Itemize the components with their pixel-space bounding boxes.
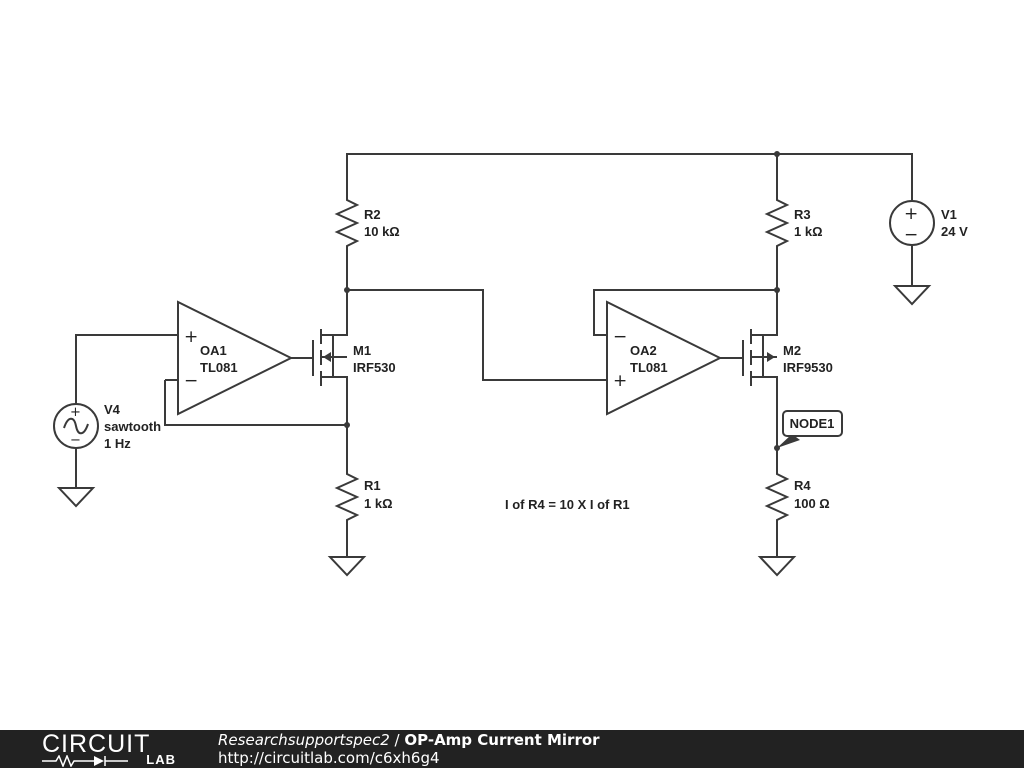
m2-name: M2 — [783, 343, 801, 358]
r4-name: R4 — [794, 478, 811, 493]
voltage-source-v4[interactable]: + − V4 sawtooth 1 Hz — [53, 402, 161, 451]
node1-text: NODE1 — [790, 416, 835, 431]
voltage-source-v1[interactable]: + − V1 24 V — [889, 200, 968, 246]
v1-name: V1 — [941, 207, 957, 222]
logo-text-lab: LAB — [146, 752, 176, 767]
footer-user-link[interactable]: Researchsupportspec2 — [218, 731, 390, 749]
mosfet-m2[interactable]: M2 IRF9530 — [742, 329, 833, 386]
circuit-annotation: I of R4 = 10 X I of R1 — [505, 497, 630, 512]
m1-name: M1 — [353, 343, 371, 358]
footer-url-link[interactable]: http://circuitlab.com/c6xh6g4 — [218, 749, 440, 767]
opamp-oa1[interactable]: + − OA1 TL081 — [177, 300, 294, 416]
footer-bar: CIRCUIT LAB Researchsupportspec2 / OP-Am… — [0, 730, 1024, 768]
mosfet-m1[interactable]: M1 IRF530 — [312, 329, 396, 386]
resistor-r3[interactable]: R3 1 kΩ — [764, 190, 823, 250]
ground-v4 — [56, 487, 96, 508]
r2-value: 10 kΩ — [364, 224, 400, 239]
v1-minus-sign: − — [904, 225, 918, 245]
r1-value: 1 kΩ — [364, 496, 393, 511]
logo-waveform-icon — [42, 755, 128, 767]
node-label-node1[interactable]: NODE1 — [777, 410, 843, 448]
footer-circuit-title: OP-Amp Current Mirror — [404, 731, 600, 749]
resistor-r1[interactable]: R1 1 kΩ — [334, 470, 393, 522]
resistor-r2[interactable]: R2 10 kΩ — [334, 197, 400, 250]
junction-dots — [344, 151, 780, 451]
r2-name: R2 — [364, 207, 381, 222]
v4-value-waveform: sawtooth — [104, 419, 161, 434]
v1-value: 24 V — [941, 224, 968, 239]
m1-value: IRF530 — [353, 360, 396, 375]
oa1-plus-sign: + — [184, 327, 198, 347]
r3-name: R3 — [794, 207, 811, 222]
resistor-r4[interactable]: R4 100 Ω — [764, 470, 830, 522]
oa2-minus-sign: − — [613, 327, 627, 347]
footer-title-line: Researchsupportspec2 / OP-Amp Current Mi… — [218, 732, 600, 749]
oa2-plus-sign: + — [613, 371, 627, 391]
circuit-schematic: R2 10 kΩ R3 1 kΩ R1 1 kΩ R4 100 Ω + − OA… — [53, 151, 968, 577]
v4-value-frequency: 1 Hz — [104, 436, 131, 451]
opamp-oa2[interactable]: − + OA2 TL081 — [606, 300, 723, 416]
wires — [75, 153, 913, 557]
r4-value: 100 Ω — [794, 496, 830, 511]
oa1-value: TL081 — [200, 360, 238, 375]
v4-plus-sign: + — [70, 405, 81, 420]
v4-minus-sign: − — [70, 433, 81, 448]
oa2-value: TL081 — [630, 360, 668, 375]
ground-r4 — [757, 556, 797, 577]
v1-plus-sign: + — [904, 204, 918, 224]
m2-value: IRF9530 — [783, 360, 833, 375]
oa2-name: OA2 — [630, 343, 657, 358]
ground-v1 — [892, 285, 932, 306]
ground-r1 — [327, 556, 367, 577]
r1-name: R1 — [364, 478, 381, 493]
oa1-name: OA1 — [200, 343, 227, 358]
r3-value: 1 kΩ — [794, 224, 823, 239]
logo-text-circuit: CIRCUIT — [42, 730, 151, 758]
footer-separator: / — [389, 731, 405, 749]
oa1-minus-sign: − — [184, 371, 198, 391]
circuitlab-logo[interactable]: CIRCUIT LAB — [42, 731, 178, 767]
v4-name: V4 — [104, 402, 121, 417]
